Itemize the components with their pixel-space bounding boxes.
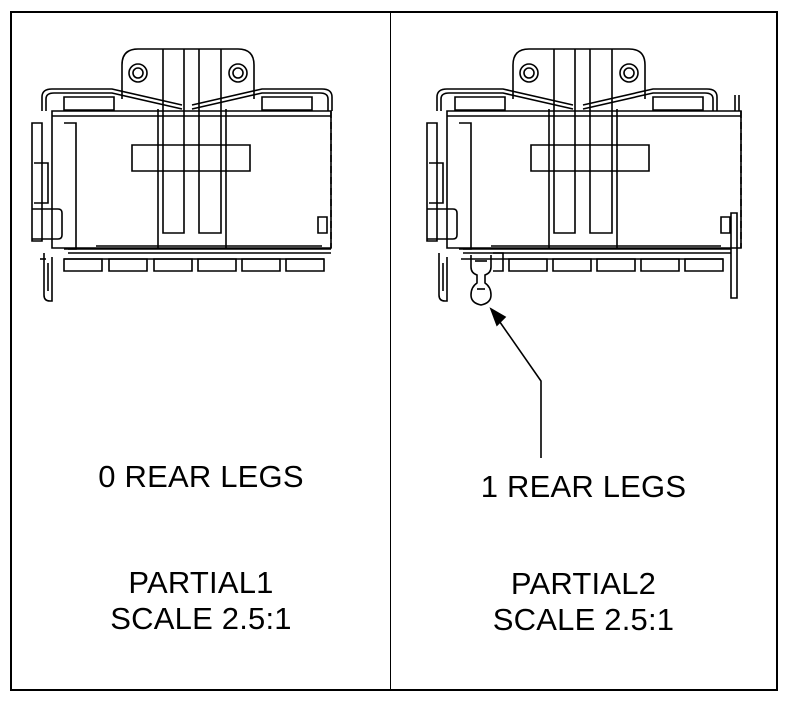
connector-drawing-partial1 <box>12 13 391 689</box>
connector-drawing-partial2 <box>391 13 777 689</box>
rear-legs-label: 0 REAR LEGS <box>98 459 304 494</box>
partial-name: PARTIAL1 <box>128 565 274 600</box>
partial-caption-1: PARTIAL1 SCALE 2.5:1 <box>12 565 390 637</box>
partial-caption-2: PARTIAL2 SCALE 2.5:1 <box>391 566 776 638</box>
rear-legs-label: 1 REAR LEGS <box>480 469 687 504</box>
scale-label: SCALE 2.5:1 <box>492 602 675 637</box>
partial-name: PARTIAL2 <box>510 566 657 601</box>
partial-view-2: 1 REAR LEGS PARTIAL2 SCALE 2.5:1 <box>390 11 778 691</box>
scale-label: SCALE 2.5:1 <box>110 601 292 636</box>
partial-view-1: 0 REAR LEGS PARTIAL1 SCALE 2.5:1 <box>10 11 391 691</box>
